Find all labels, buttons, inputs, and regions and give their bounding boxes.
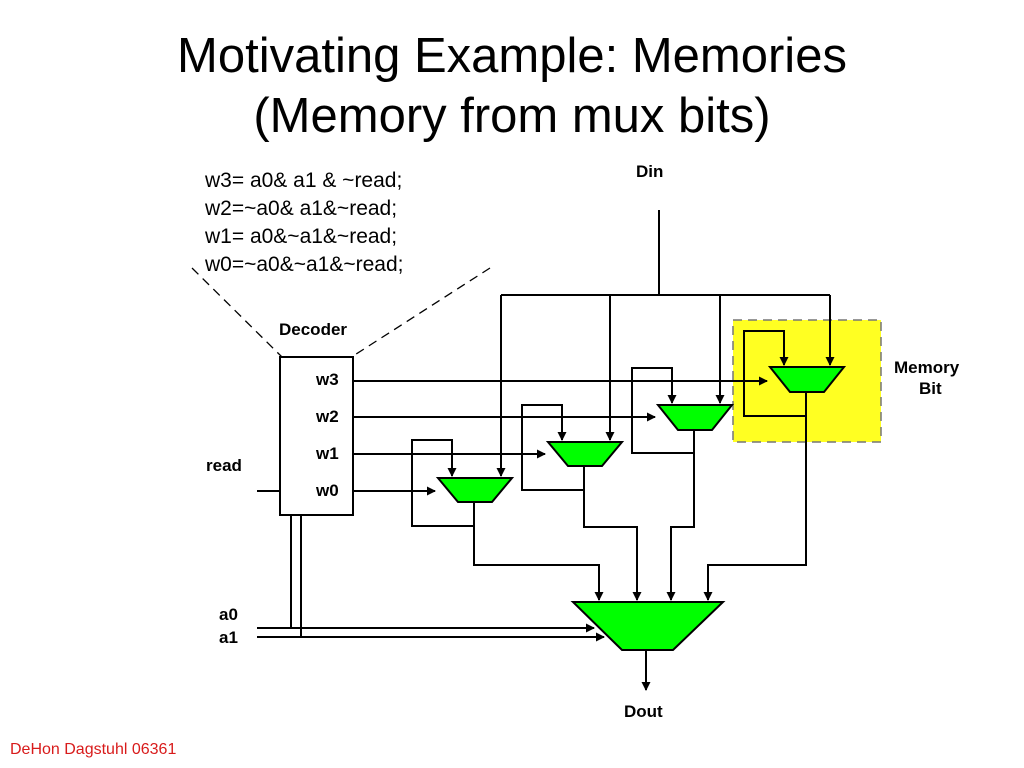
equation-w2: w2=~a0& a1&~read; (204, 197, 397, 220)
memory-bit-label-line2: Bit (919, 379, 942, 398)
mux3-to-outmux (703, 416, 807, 601)
dout-label: Dout (624, 702, 663, 721)
mux2-to-outmux (666, 453, 695, 601)
output-mux (570, 601, 726, 651)
a1-label: a1 (219, 628, 238, 647)
memory-bit-label-line1: Memory (894, 358, 960, 377)
callout-line-right (349, 267, 491, 359)
equation-w1: w1= a0&~a1&~read; (204, 225, 397, 248)
decoder-output-w3: w3 (315, 370, 339, 389)
decoder-box (279, 356, 354, 516)
footer-text: DeHon Dagstuhl 06361 (10, 741, 177, 758)
mux0-feedback (411, 439, 475, 527)
equation-w0: w0=~a0&~a1&~read; (204, 253, 404, 276)
din-label: Din (636, 162, 663, 181)
mux0-to-outmux (473, 526, 604, 601)
decoder-label: Decoder (279, 320, 347, 339)
title-line-2: (Memory from mux bits) (253, 89, 771, 143)
slide-title: Motivating Example: Memories (Memory fro… (0, 26, 1024, 146)
mux1-feedback (521, 404, 585, 491)
wires (257, 210, 835, 691)
mux3-feedback (743, 330, 807, 417)
callout-line-left (191, 267, 284, 359)
mux2-feedback (631, 367, 695, 454)
decoder-output-w0: w0 (315, 481, 339, 500)
mux-1 (545, 441, 625, 467)
mux-3 (767, 366, 847, 393)
a0-label: a0 (219, 605, 238, 624)
equation-w3: w3= a0& a1 & ~read; (204, 169, 402, 192)
read-label: read (206, 456, 242, 475)
mux-2 (655, 404, 735, 431)
title-line-1: Motivating Example: Memories (177, 29, 847, 83)
mux1-to-outmux (583, 490, 642, 601)
decoder-output-w2: w2 (315, 407, 339, 426)
decoder-output-w1: w1 (315, 444, 339, 463)
mux-0 (435, 477, 515, 503)
